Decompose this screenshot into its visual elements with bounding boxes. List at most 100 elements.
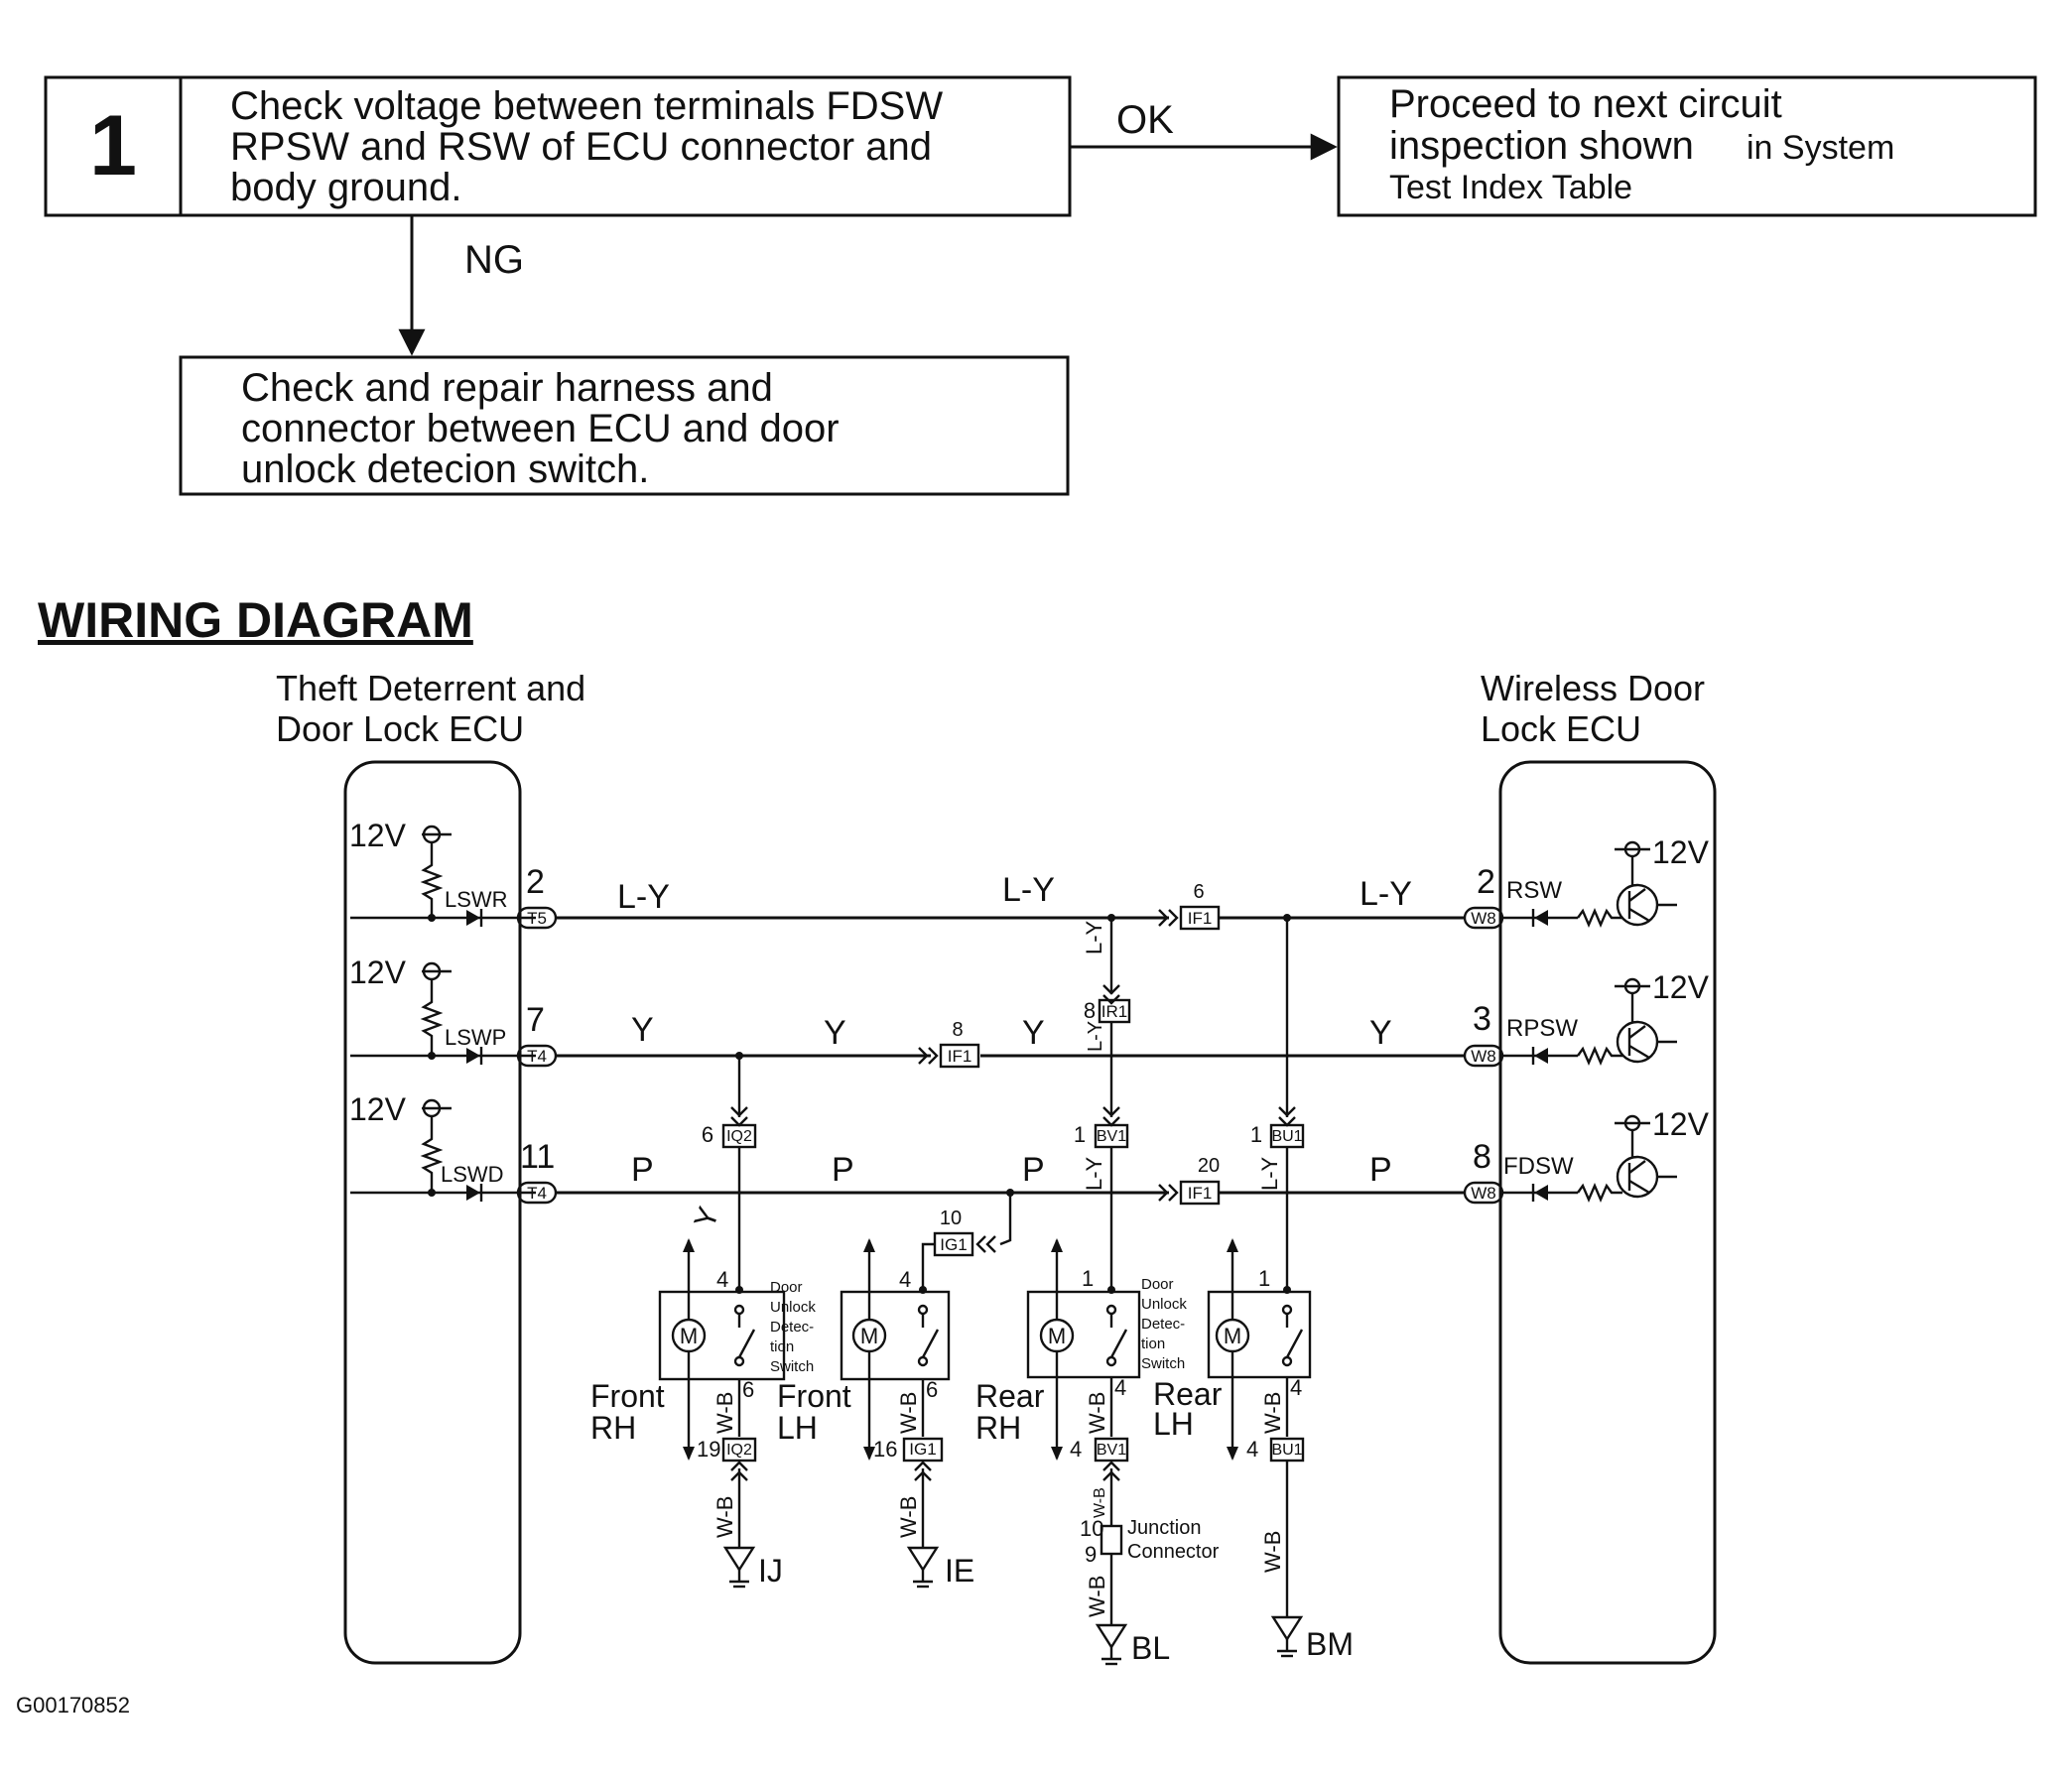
sw1-l3: Detec- (770, 1319, 814, 1336)
vertical-y: Y (689, 1203, 726, 1232)
horizontal-wires: L-Y L-Y L-Y Y Y Y Y P P P P (556, 871, 1465, 1195)
junction-pin-b: 9 (1085, 1542, 1097, 1567)
rear-lh-bottom-pin: 4 (1290, 1375, 1302, 1400)
switch-label-front-rh: Door Unlock Detec- tion Switch (770, 1279, 816, 1375)
right-ecu-title-1: Wireless Door (1481, 668, 1705, 708)
ground-ij: IJ (758, 1553, 783, 1589)
front-rh-bottom-pin: 6 (742, 1377, 754, 1402)
sw2-l3: Detec- (1141, 1316, 1185, 1333)
ok-result-line-1: Proceed to next circuit (1389, 82, 1782, 126)
ground-bm: BM (1306, 1626, 1354, 1662)
vertical-branches: L-Y IR1 8 L-Y BV1 1 L-Y BU1 1 L-Y IQ2 6 … (689, 914, 1305, 1290)
conn-ig1-top-pin: 10 (940, 1208, 962, 1229)
conn-bu1-bottom-pin: 4 (1246, 1437, 1258, 1462)
wireless-door-lock-ecu (1498, 760, 1717, 1665)
step-box (44, 75, 1072, 217)
ok-result-line-2b: in System (1747, 129, 1894, 167)
conn-iq2-bottom: IQ2 (726, 1442, 752, 1459)
conn-if1-b-pin: 8 (952, 1019, 963, 1041)
sw1-l1: Door (770, 1279, 803, 1296)
rear-rh-wb-2: W-B (1092, 1487, 1108, 1518)
door-unit-front-lh: M 4 6 W-B IG1 16 W-B IE Front LH (777, 1238, 974, 1589)
conn-iq2-top-pin: 6 (702, 1122, 713, 1147)
conn-if1-c: IF1 (1188, 1184, 1213, 1203)
conn-bv1-bottom-pin: 4 (1070, 1437, 1082, 1462)
conn-t5: T5 (527, 909, 547, 928)
door-unit-rear-rh: M 1 4 W-B BV1 4 W-B 10 9 Junction Connec… (975, 1238, 1220, 1666)
wire-label-y-2: Y (824, 1014, 846, 1052)
step-text-line-3: body ground. (230, 166, 462, 209)
junction-label-1: Junction (1127, 1517, 1202, 1539)
rear-lh-top-pin: 1 (1258, 1266, 1270, 1291)
rear-rh-top-pin: 1 (1082, 1266, 1094, 1291)
left-ecu-title-1: Theft Deterrent and (276, 668, 585, 708)
sw2-l2: Unlock (1141, 1296, 1187, 1313)
right-ecu-title-2: Lock ECU (1481, 708, 1641, 749)
supply-12v-3: 12V (349, 1091, 407, 1127)
lswr-pin: 2 (526, 863, 545, 901)
rear-rh-wb-3: W-B (1085, 1576, 1109, 1617)
ok-label: OK (1116, 98, 1174, 142)
ground-ie: IE (945, 1553, 974, 1589)
ok-result-box (1337, 75, 2037, 217)
conn-iq2-top: IQ2 (726, 1128, 752, 1145)
step-text-line-1: Check voltage between terminals FDSW (230, 84, 943, 128)
rear-lh-wb-1: W-B (1260, 1392, 1285, 1434)
conn-bv1-top: BV1 (1097, 1128, 1126, 1145)
conn-w8: W8 (1471, 909, 1496, 928)
wire-label-ly-2: L-Y (1002, 871, 1055, 909)
door-unit-rear-lh: M 1 4 W-B BU1 4 W-B BM Rear LH (1153, 1238, 1354, 1662)
conn-if1-a: IF1 (1188, 909, 1213, 928)
conn-ig1-bottom-pin: 16 (873, 1437, 897, 1462)
left-ecu-internals: 12V LSWR 2 T5 12V LSWP 7 T4 12V LSWD 11 … (349, 818, 558, 1205)
lswp-pin: 7 (526, 1001, 545, 1039)
front-lh-wb-2: W-B (896, 1496, 921, 1538)
sw1-l5: Switch (770, 1358, 814, 1375)
left-ecu-title-2: Door Lock ECU (276, 708, 524, 749)
conn-bu1-top: BU1 (1271, 1128, 1302, 1145)
front-rh-top-pin: 4 (716, 1267, 728, 1292)
wire-label-y-1: Y (631, 1011, 654, 1049)
junction-pin-a: 10 (1080, 1516, 1103, 1541)
wire-label-ly-3: L-Y (1360, 875, 1412, 913)
motor-m-3: M (1048, 1324, 1066, 1348)
conn-w8-3: W8 (1471, 1184, 1496, 1203)
sw1-l2: Unlock (770, 1299, 816, 1316)
rear-rh-label-1: Rear (975, 1378, 1045, 1414)
front-lh-label-2: LH (777, 1410, 818, 1446)
rsw-pin: 2 (1477, 863, 1495, 901)
rsw-12v: 12V (1652, 834, 1710, 870)
ground-bl: BL (1131, 1630, 1170, 1666)
ng-result-line-3: unlock detecion switch. (241, 447, 649, 491)
rsw-label: RSW (1506, 877, 1562, 904)
junction-label-2: Connector (1127, 1541, 1220, 1563)
conn-ig1-bottom: IG1 (909, 1440, 936, 1459)
supply-12v-2: 12V (349, 955, 407, 990)
conn-bv1-bottom: BV1 (1097, 1442, 1126, 1459)
front-rh-label-1: Front (590, 1378, 665, 1414)
conn-if1-c-pin: 20 (1198, 1155, 1220, 1177)
conn-iq2-bottom-pin: 19 (697, 1437, 720, 1462)
conn-ir1-pin: 8 (1084, 998, 1096, 1023)
ng-result-line-2: connector between ECU and door (241, 407, 840, 450)
front-rh-wb-1: W-B (712, 1392, 737, 1434)
fdsw-12v: 12V (1652, 1106, 1710, 1142)
wire-label-ly-1: L-Y (617, 878, 670, 916)
lswd-label: LSWD (441, 1162, 504, 1187)
ng-label: NG (464, 238, 524, 282)
conn-ir1: IR1 (1101, 1002, 1127, 1021)
wire-label-y-3: Y (1022, 1014, 1045, 1052)
conn-t4-2: T4 (527, 1184, 547, 1203)
lswd-pin: 11 (520, 1138, 555, 1176)
wire-label-y-4: Y (1369, 1014, 1392, 1052)
front-rh-wb-2: W-B (712, 1496, 737, 1538)
rear-rh-bottom-pin: 4 (1114, 1375, 1126, 1400)
conn-bu1-top-pin: 1 (1250, 1122, 1262, 1147)
step-text-line-2: RPSW and RSW of ECU connector and (230, 125, 932, 169)
wire-label-p-2: P (832, 1151, 854, 1189)
wire-label-p-3: P (1022, 1151, 1045, 1189)
rear-rh-wb-1: W-B (1085, 1392, 1109, 1434)
rpsw-pin: 3 (1473, 1000, 1491, 1038)
right-ecu-internals: 2 W8 RSW 12V 3 W8 RPSW 12V 8 W8 FDSW (1463, 834, 1710, 1205)
